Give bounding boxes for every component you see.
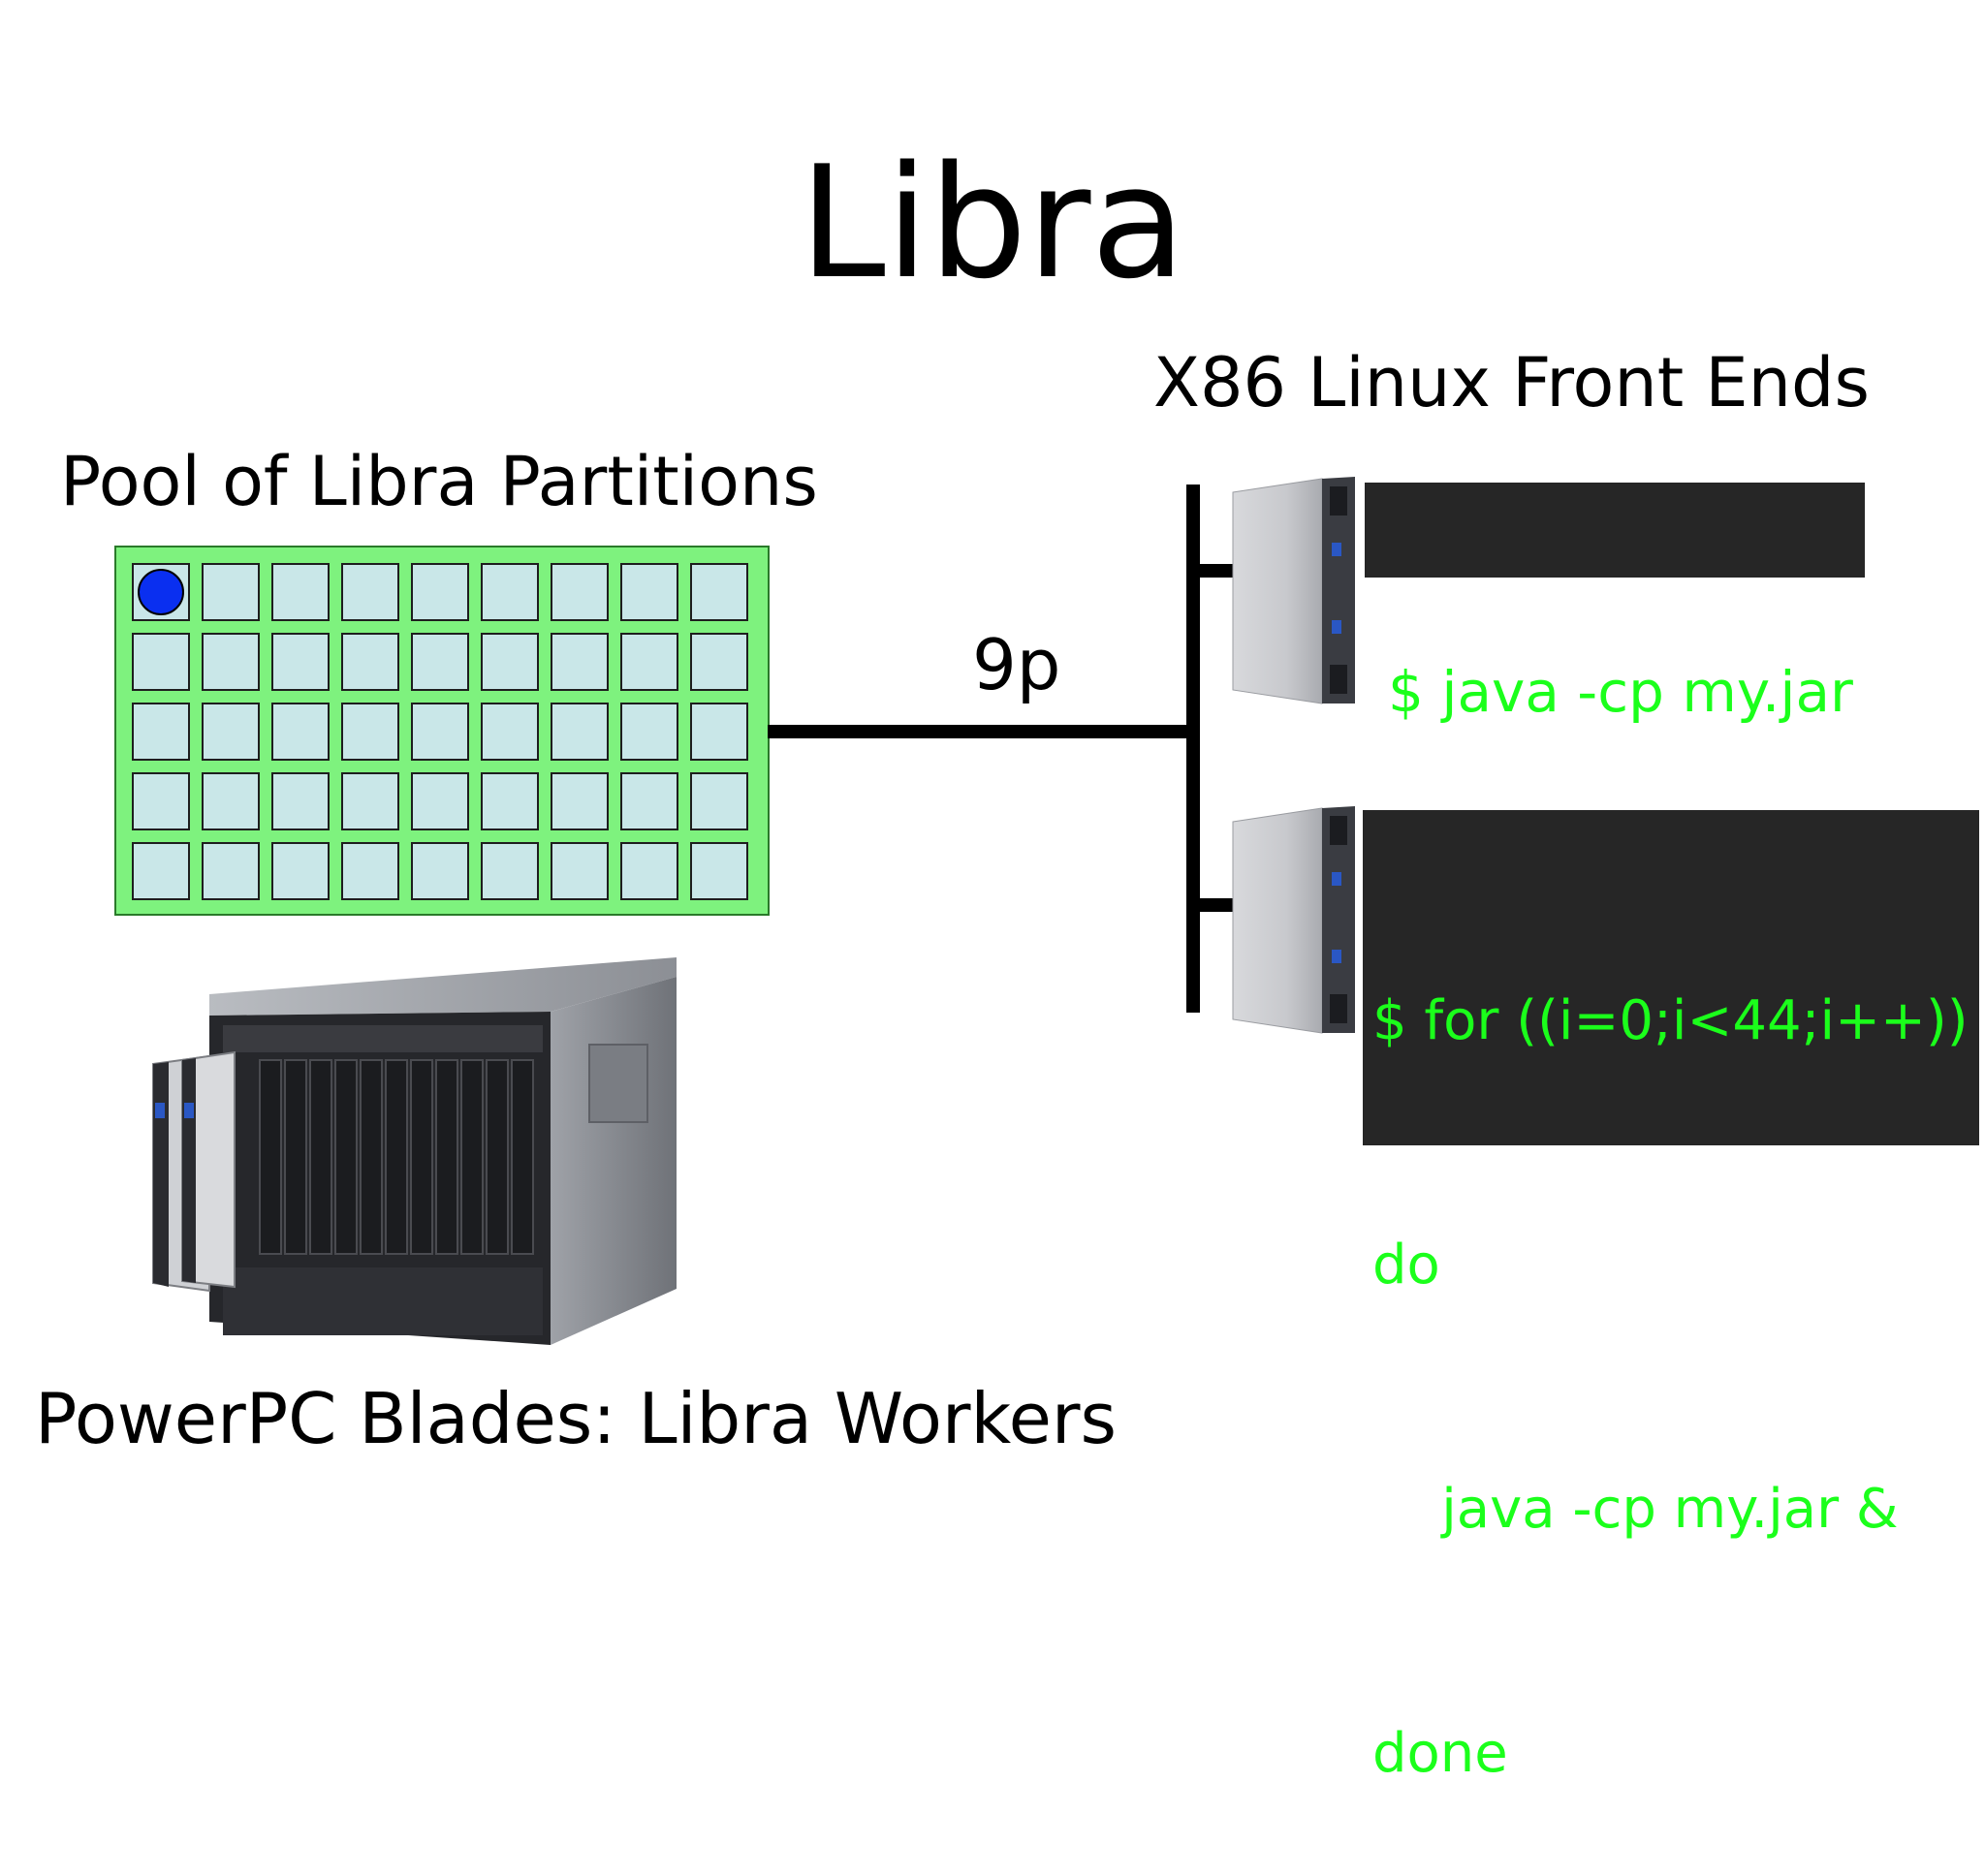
slide-title: Libra — [799, 132, 1186, 313]
partition-cell — [690, 633, 748, 691]
partition-cell — [271, 772, 330, 830]
partition-cell — [551, 772, 609, 830]
terminal-line: java -cp my.jar & — [1372, 1478, 1899, 1541]
partition-cell — [481, 563, 539, 621]
partition-cell — [341, 563, 399, 621]
server-blade-icon — [1232, 806, 1355, 1034]
partition-cell — [481, 772, 539, 830]
server-blade-icon — [1232, 477, 1355, 704]
partition-grid — [132, 563, 748, 900]
partition-cell — [620, 703, 678, 761]
pool-heading: Pool of Libra Partitions — [60, 442, 818, 521]
partition-cell — [202, 772, 260, 830]
partition-cell — [411, 842, 469, 900]
partition-cell — [620, 563, 678, 621]
partition-cell — [690, 842, 748, 900]
blade-chassis-icon — [152, 957, 677, 1345]
partition-cell — [551, 703, 609, 761]
partition-cell — [271, 633, 330, 691]
partition-cell — [481, 633, 539, 691]
connection-line — [768, 725, 1194, 738]
partition-cell — [551, 842, 609, 900]
partition-cell — [271, 703, 330, 761]
partition-cell — [690, 772, 748, 830]
partition-cell — [341, 703, 399, 761]
partition-cell — [202, 703, 260, 761]
partition-cell — [620, 633, 678, 691]
partition-cell — [411, 633, 469, 691]
terminal-line: $ for ((i=0;i<44;i++)) — [1372, 989, 1969, 1052]
partition-pool — [114, 546, 770, 916]
link-label: 9p — [972, 624, 1061, 705]
terminal-line: do — [1372, 1234, 1440, 1297]
partition-cell — [551, 633, 609, 691]
terminal-command: $ java -cp my.jar — [1365, 483, 1865, 725]
terminal-line: done — [1372, 1722, 1508, 1785]
partition-cell — [341, 772, 399, 830]
partition-cell — [411, 703, 469, 761]
partition-cell — [132, 633, 190, 691]
active-partition-dot — [138, 569, 184, 615]
partition-cell — [411, 772, 469, 830]
terminal-loop-command: $ for ((i=0;i<44;i++)) do java -cp my.ja… — [1363, 810, 1979, 1785]
partition-cell — [690, 703, 748, 761]
terminal-line: $ java -cp my.jar — [1388, 659, 1853, 725]
partition-cell — [620, 772, 678, 830]
partition-cell — [690, 563, 748, 621]
workers-heading: PowerPC Blades: Libra Workers — [35, 1378, 1118, 1459]
front-ends-heading: X86 Linux Front Ends — [1153, 343, 1870, 422]
partition-cell — [202, 633, 260, 691]
partition-cell — [271, 563, 330, 621]
partition-cell — [620, 842, 678, 900]
bus-line — [1186, 485, 1200, 1013]
partition-cell — [202, 563, 260, 621]
partition-cell — [202, 842, 260, 900]
partition-cell — [551, 563, 609, 621]
partition-cell — [132, 772, 190, 830]
partition-cell — [132, 842, 190, 900]
partition-cell — [271, 842, 330, 900]
partition-cell — [341, 633, 399, 691]
partition-cell — [481, 703, 539, 761]
partition-cell — [132, 703, 190, 761]
partition-cell — [411, 563, 469, 621]
partition-cell — [481, 842, 539, 900]
partition-cell — [132, 563, 190, 621]
partition-cell — [341, 842, 399, 900]
